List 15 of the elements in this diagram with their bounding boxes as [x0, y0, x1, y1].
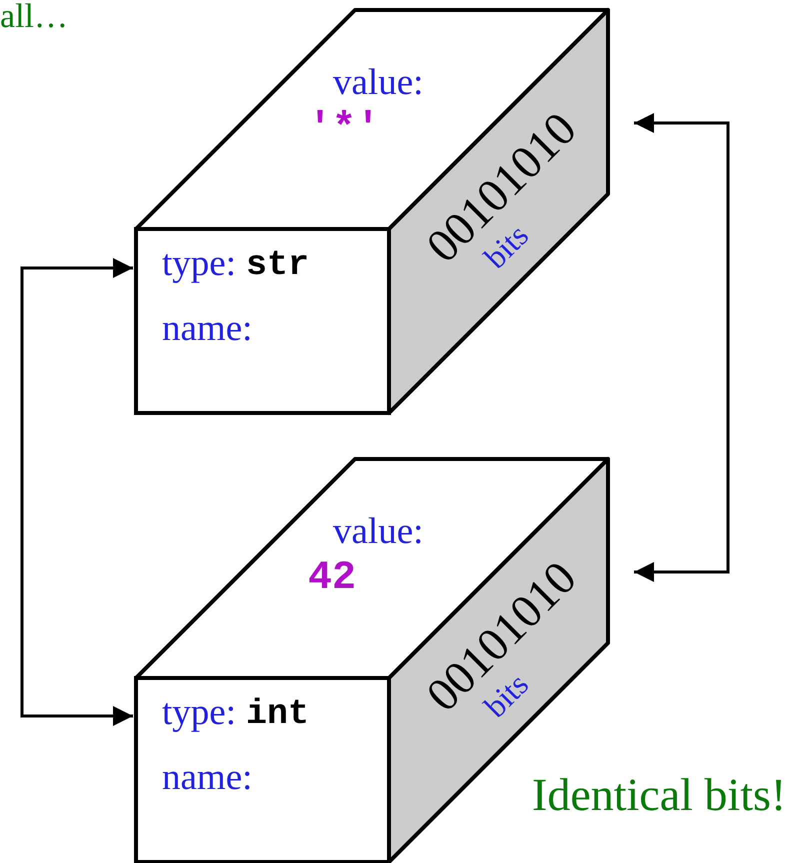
type-label: type:: [162, 245, 236, 282]
name-label: name:: [162, 310, 252, 347]
note-text: Identical bits!: [532, 772, 786, 818]
object-cube: [136, 10, 608, 413]
type-label: type:: [162, 694, 236, 731]
type-name: str: [246, 248, 310, 283]
value-text: '*': [308, 110, 380, 150]
note-text: all…: [0, 0, 68, 34]
value-text: 42: [308, 559, 356, 599]
value-label: value:: [333, 64, 424, 101]
double-arrow: [20, 258, 133, 726]
type-name: int: [246, 697, 310, 732]
name-label: name:: [162, 759, 252, 796]
value-label: value:: [333, 513, 424, 550]
double-arrow: [634, 113, 730, 582]
